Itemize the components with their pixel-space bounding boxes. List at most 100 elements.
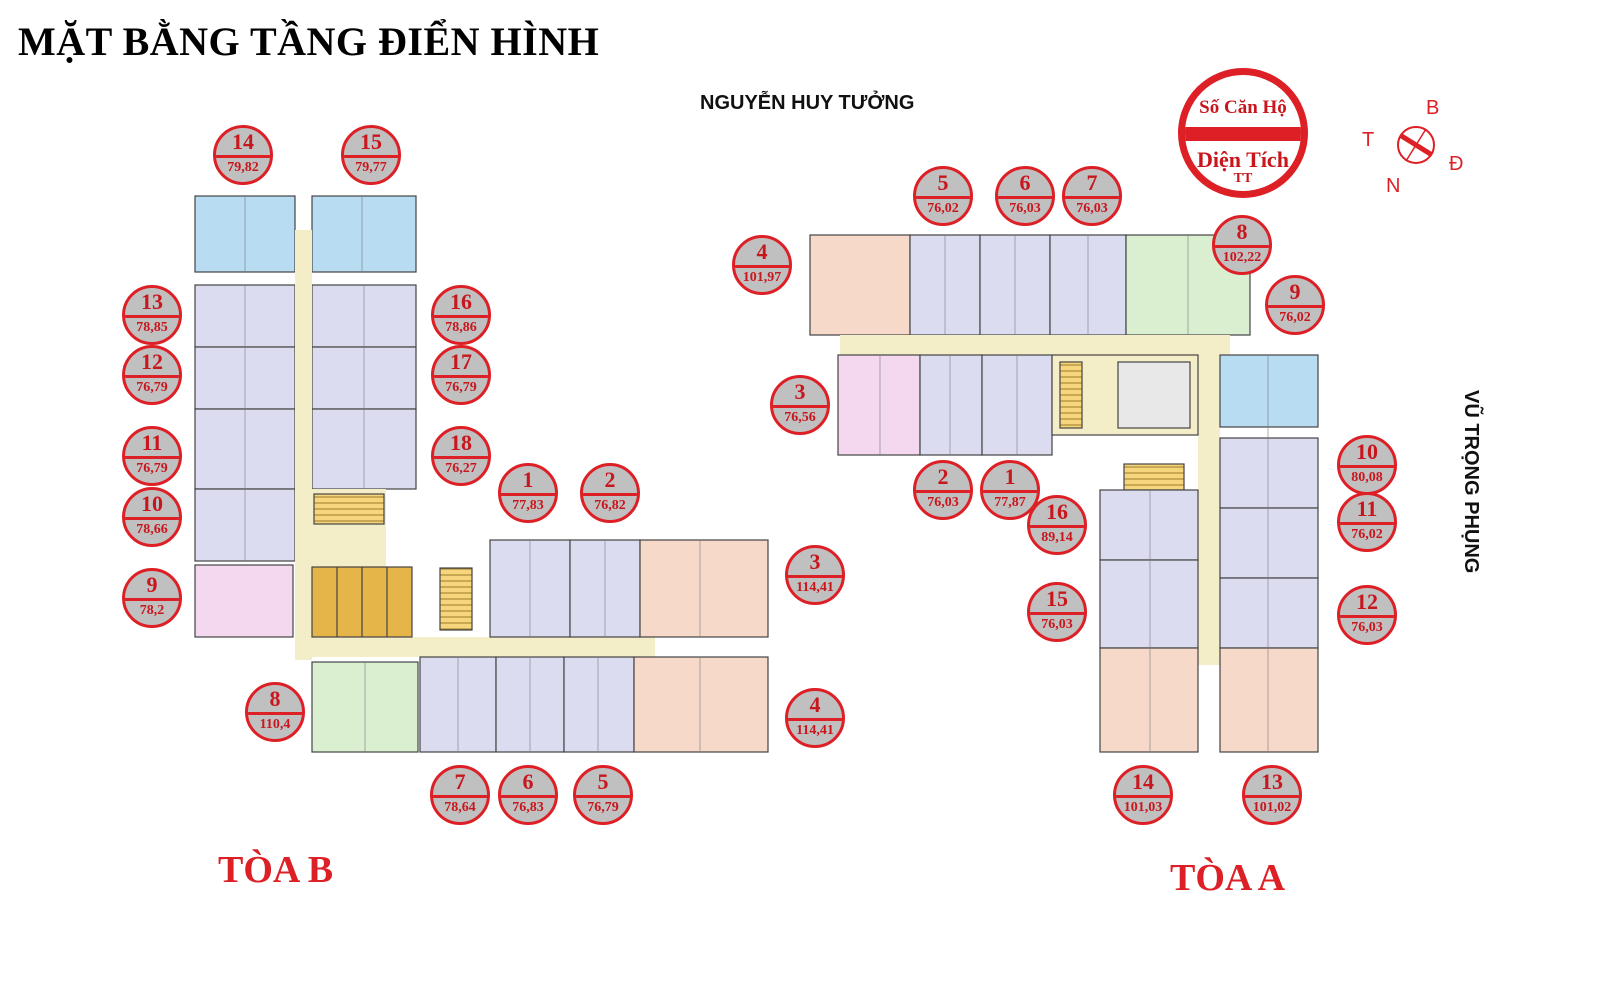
unit-area: 114,41 (796, 580, 834, 595)
compass-west-label: T (1362, 129, 1375, 151)
unit-number: 1 (522, 467, 534, 492)
unit-area: 76,02 (1279, 310, 1311, 325)
unit-area: 110,4 (259, 717, 291, 732)
badge-divider (1215, 245, 1269, 248)
unit-area: 76,79 (136, 461, 168, 476)
badge-divider (216, 155, 270, 158)
unit-number: 7 (454, 769, 466, 794)
unit-area: 78,86 (445, 320, 477, 335)
tower-a-unit-11 (1219, 507, 1319, 579)
compass-north-label: B (1426, 97, 1440, 119)
unit-number: 17 (450, 349, 472, 374)
tower-a-stair-core (1059, 361, 1083, 429)
unit-number: 5 (937, 170, 949, 195)
unit-area: 80,08 (1351, 470, 1383, 485)
tower-a-corridor-vertical (1198, 335, 1220, 665)
tower-a-plan (809, 234, 1319, 753)
badge-divider (1340, 615, 1394, 618)
unit-area: 76,02 (927, 201, 959, 216)
unit-area: 77,87 (994, 495, 1026, 510)
tower-b-unit-18-badge: 18 76,27 (431, 426, 491, 486)
compass-rose-icon (1397, 126, 1435, 164)
tower-a-stair-lower (1123, 463, 1185, 491)
tower-b-corridor-vertical (295, 230, 312, 660)
unit-number: 2 (937, 464, 949, 489)
unit-number: 4 (756, 239, 768, 264)
unit-area: 114,41 (796, 723, 834, 738)
street-label-top: NGUYỄN HUY TƯỞNG (700, 92, 915, 114)
badge-divider (916, 196, 970, 199)
unit-area: 79,77 (355, 160, 387, 175)
unit-area: 101,03 (1123, 800, 1163, 815)
unit-area: 76,03 (1041, 617, 1073, 632)
unit-area: 76,79 (587, 800, 619, 815)
badge-divider (788, 575, 842, 578)
badge-divider (998, 196, 1052, 199)
unit-number: 2 (604, 467, 616, 492)
unit-area: 76,83 (512, 800, 544, 815)
badge-divider (125, 598, 179, 601)
tower-b-stair-core (439, 567, 473, 631)
legend-divider (1185, 127, 1301, 141)
tower-a-unit-14 (1099, 647, 1199, 753)
unit-area: 78,66 (136, 522, 168, 537)
unit-area: 76,82 (594, 498, 626, 513)
unit-number: 10 (1356, 439, 1378, 464)
unit-number: 12 (141, 349, 163, 374)
tower-a-unit-16 (1099, 489, 1199, 561)
unit-number: 18 (450, 430, 472, 455)
unit-area: 76,03 (1009, 201, 1041, 216)
compass-east-label: Đ (1449, 153, 1464, 175)
badge-divider (125, 375, 179, 378)
badge-divider (983, 490, 1037, 493)
unit-area: 77,83 (512, 498, 544, 513)
unit-number: 3 (794, 379, 806, 404)
unit-area: 101,02 (1252, 800, 1292, 815)
compass-south-label: N (1386, 175, 1401, 197)
badge-divider (1268, 305, 1322, 308)
unit-number: 7 (1086, 170, 1098, 195)
badge-divider (773, 405, 827, 408)
badge-divider (1340, 465, 1394, 468)
unit-area: 76,27 (445, 461, 477, 476)
unit-number: 16 (1046, 499, 1068, 524)
legend-area-suffix: TT (1233, 171, 1253, 186)
unit-area: 76,03 (1076, 201, 1108, 216)
unit-number: 1 (1004, 464, 1016, 489)
badge-divider (1116, 795, 1170, 798)
tower-a-unit-10-badge: 10 80,08 (1337, 435, 1397, 495)
unit-number: 16 (450, 289, 472, 314)
unit-number: 6 (522, 769, 534, 794)
tower-a-corridor-horizontal (840, 335, 1230, 355)
tower-b-unit-5 (563, 656, 635, 753)
tower-a-unit-4 (809, 234, 911, 336)
unit-area: 102,22 (1222, 250, 1262, 265)
tower-b-corridor-horizontal (295, 637, 655, 657)
badge-divider (1245, 795, 1299, 798)
tower-a-unit-9 (1219, 354, 1319, 428)
tower-b-unit-16-badge: 16 78,86 (431, 285, 491, 345)
unit-number: 8 (1236, 219, 1248, 244)
unit-area: 101,97 (742, 270, 782, 285)
unit-number: 4 (809, 692, 821, 717)
badge-divider (916, 490, 970, 493)
tower-a-unit-13 (1219, 647, 1319, 753)
badge-divider (583, 493, 637, 496)
tower-b-stair-top (313, 493, 385, 525)
